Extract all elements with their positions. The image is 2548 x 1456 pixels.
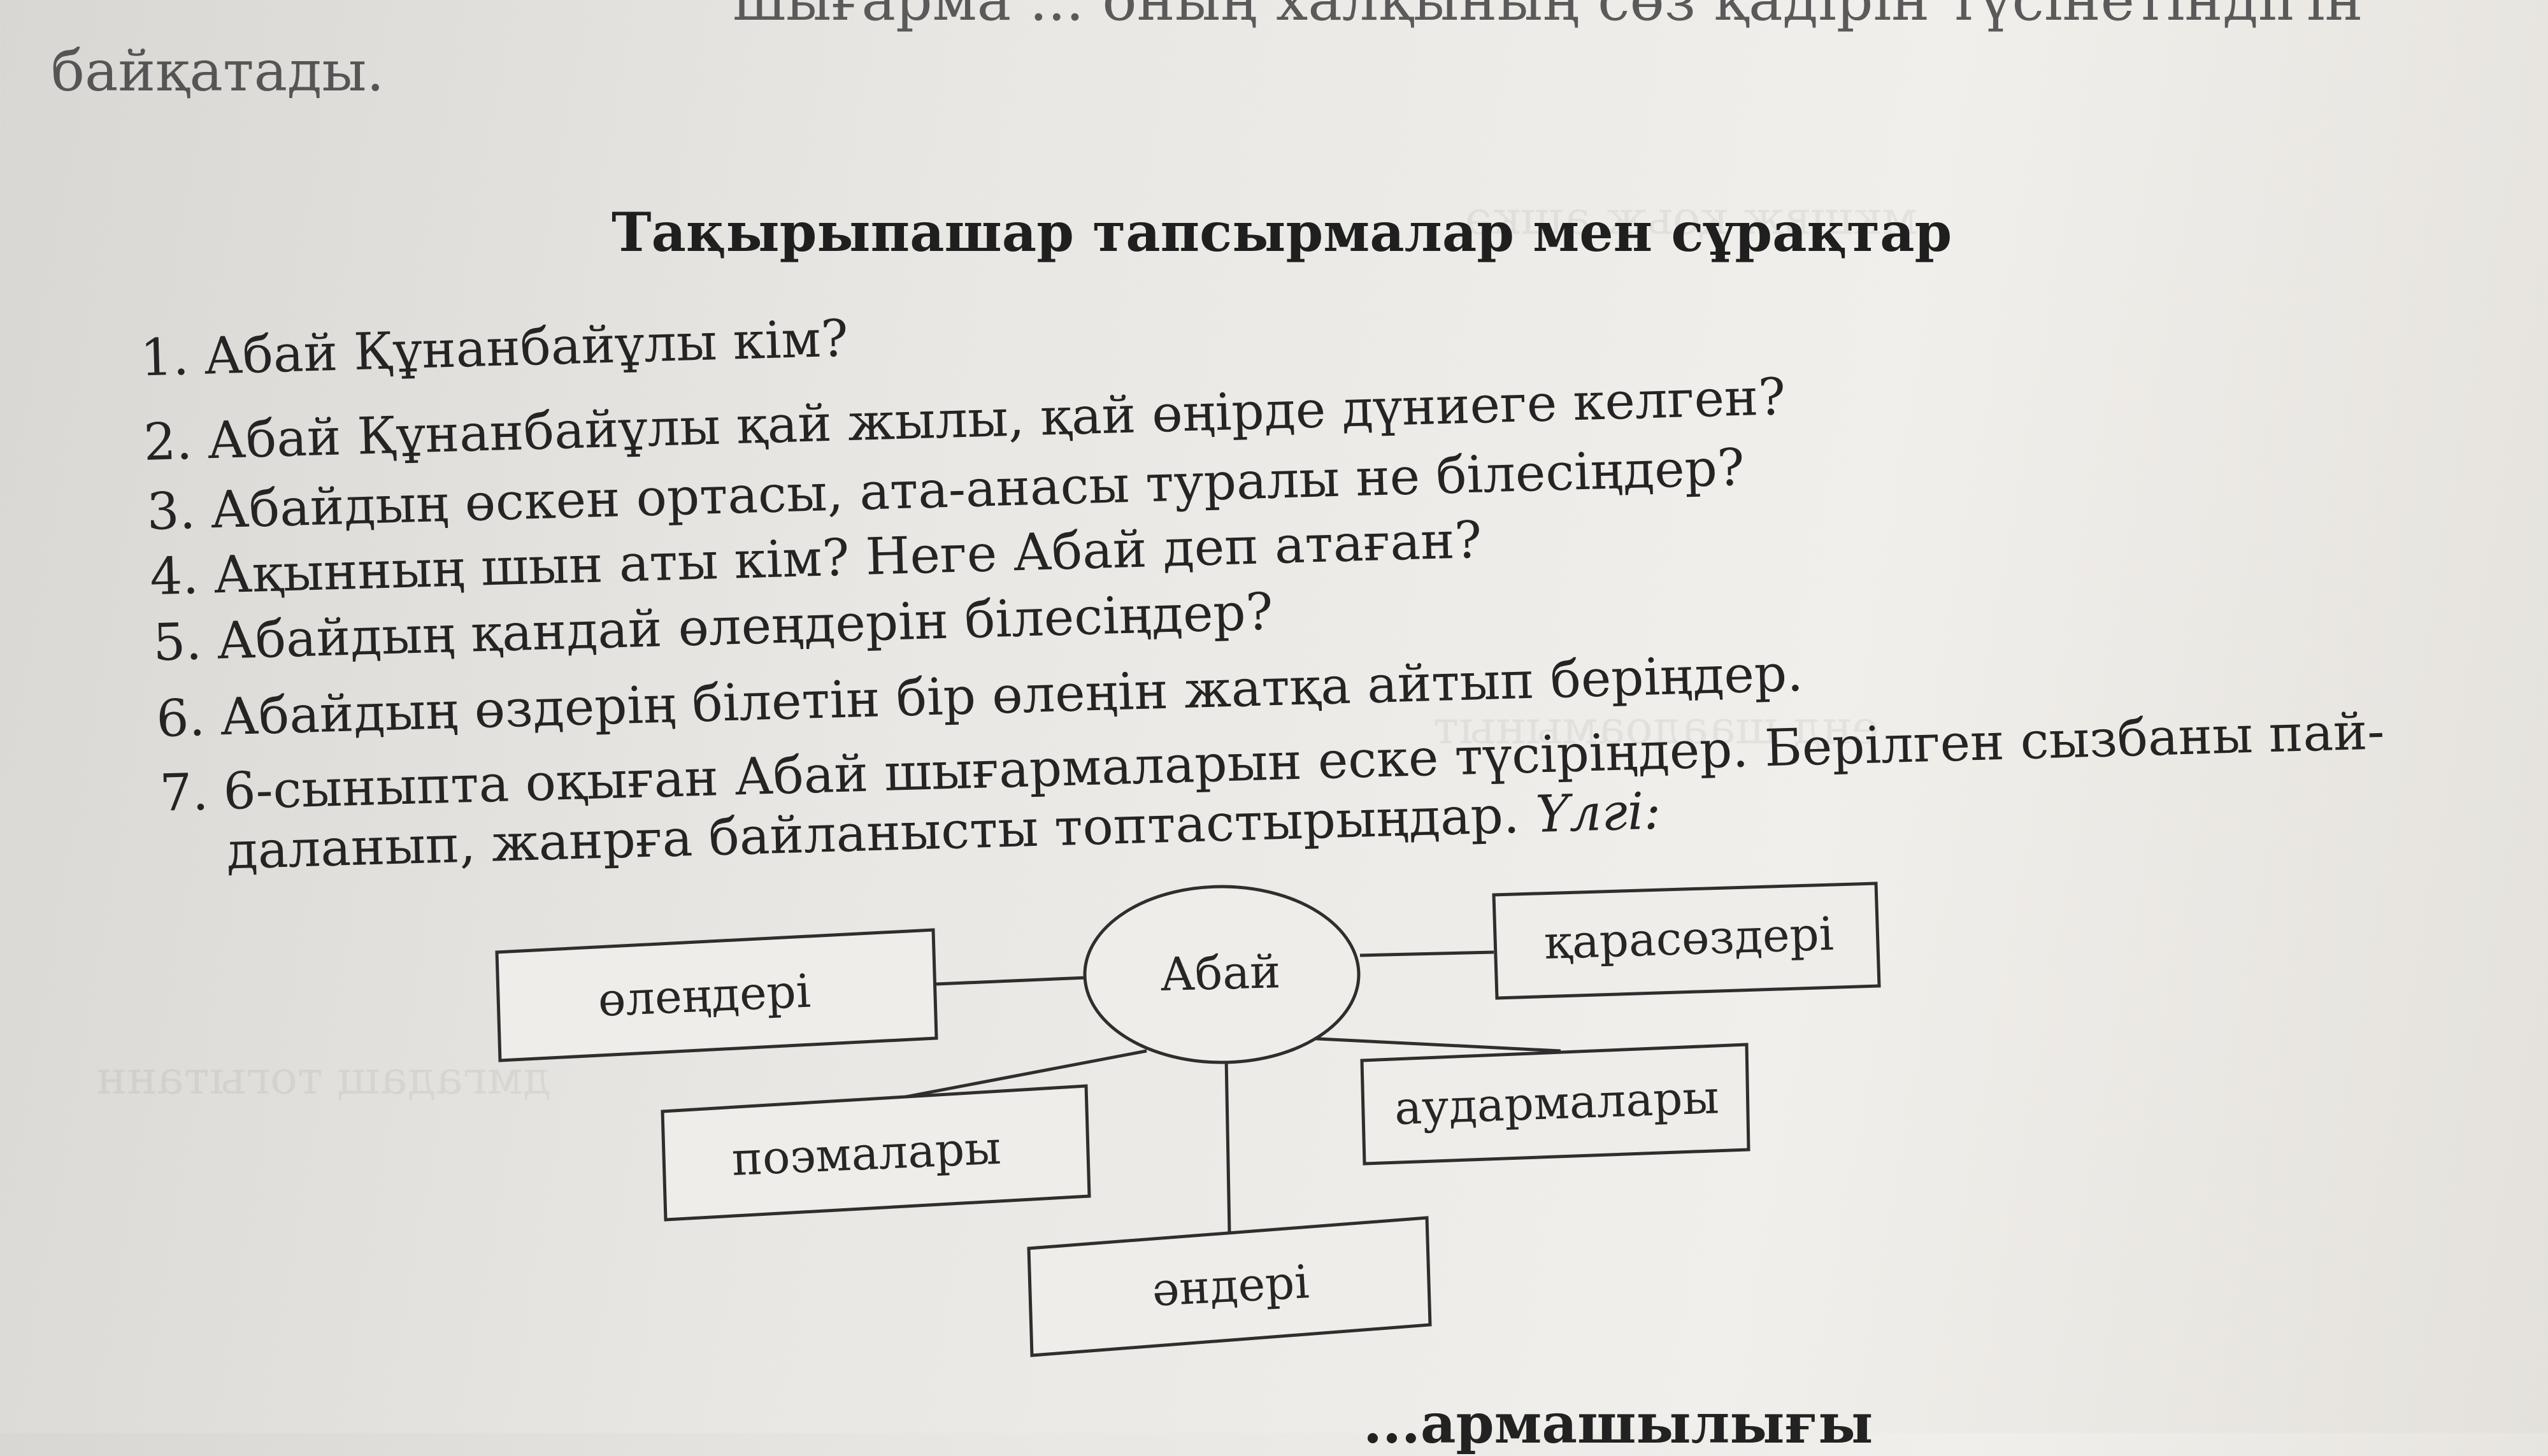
bottom-partial-heading: ...армашылығы — [1363, 1392, 1873, 1456]
connector-audarmalary — [1305, 1036, 1561, 1053]
connector-olenderi — [936, 976, 1087, 986]
box-audarmalary — [1360, 1043, 1750, 1166]
connector-poemalary — [878, 1049, 1147, 1104]
top-partial-line: шығарма ... оның халқының сөз қадірін тү… — [733, 0, 2363, 34]
section-heading: Тақырыпашар тапсырмалар мен сұрақтар — [612, 201, 1952, 264]
label-audarmalary: аудармалары — [1394, 1070, 1720, 1135]
top-line: байқатады. — [51, 38, 385, 104]
connector-karasozderi — [1359, 950, 1494, 957]
label-anderi: әндері — [1150, 1255, 1310, 1317]
center-node — [1083, 885, 1361, 1064]
box-karasozderi — [1492, 881, 1881, 1000]
label-olenderi: өлеңдері — [597, 964, 812, 1026]
center-label: Абай — [1159, 945, 1281, 1001]
box-olenderi — [495, 928, 938, 1062]
box-poemalary — [661, 1084, 1091, 1222]
box-anderi — [1027, 1216, 1432, 1357]
connector-anderi — [1224, 1057, 1231, 1233]
label-karasozderi: қарасөздері — [1543, 907, 1835, 969]
label-poemalary: поэмалары — [731, 1121, 1002, 1186]
